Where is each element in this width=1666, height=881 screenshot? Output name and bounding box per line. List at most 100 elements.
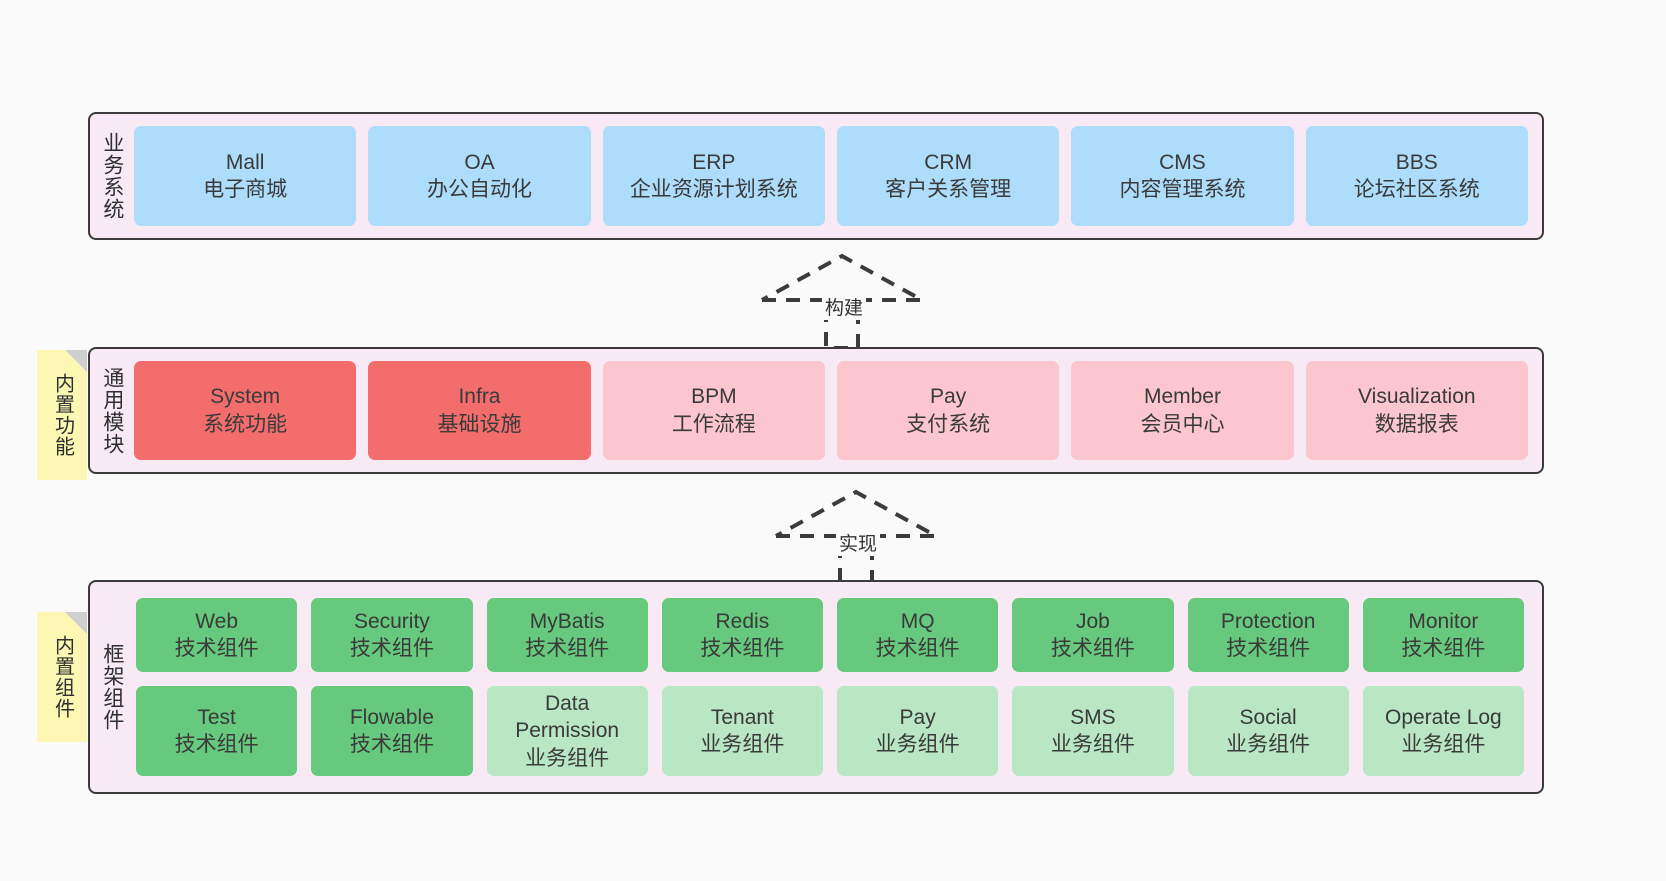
- card-social[interactable]: Social 业务组件: [1187, 686, 1349, 776]
- card-bbs[interactable]: BBS 论坛社区系统: [1305, 126, 1528, 226]
- card-test[interactable]: Test 技术组件: [136, 686, 298, 776]
- card-title-cn: 业务组件: [1401, 733, 1486, 757]
- card-title-en: ERP: [692, 150, 736, 174]
- layer-body-common-modules: System 系统功能 Infra 基础设施 BPM 工作流程 Pay 支付系统…: [134, 349, 1542, 472]
- card-title-cn: 业务组件: [875, 733, 960, 757]
- connector-label-implement: 实现: [835, 529, 881, 556]
- card-title-en: Member: [1143, 385, 1221, 409]
- connector-build: 构建: [752, 248, 932, 350]
- card-pay-module[interactable]: Pay 支付系统: [836, 361, 1060, 460]
- layer-title-common-modules: 通用模块: [100, 366, 124, 455]
- card-flowable[interactable]: Flowable 技术组件: [311, 686, 473, 776]
- card-title-en: MQ: [900, 609, 935, 633]
- card-title-en: Visualization: [1358, 385, 1476, 409]
- card-title-cn: 技术组件: [349, 733, 434, 757]
- card-security[interactable]: Security 技术组件: [311, 598, 473, 673]
- card-crm[interactable]: CRM 客户关系管理: [836, 126, 1060, 226]
- card-title-cn: 技术组件: [174, 733, 259, 757]
- layer-body-framework-components: Web 技术组件 Security 技术组件 MyBatis 技术组件 Redi…: [134, 582, 1542, 792]
- card-title-en: Test: [197, 705, 236, 729]
- card-title-en: Redis: [715, 609, 770, 633]
- card-job[interactable]: Job 技术组件: [1012, 598, 1174, 673]
- card-title-en: Pay: [930, 385, 967, 409]
- card-title-cn: 技术组件: [1050, 637, 1135, 661]
- card-title-cn: 技术组件: [1226, 637, 1311, 661]
- card-mybatis[interactable]: MyBatis 技术组件: [486, 598, 648, 673]
- card-title-cn: 数据报表: [1374, 412, 1459, 436]
- sticky-note-label: 内置功能: [51, 373, 74, 457]
- sticky-note-builtin-features: 内置功能: [37, 350, 87, 480]
- card-title-en: CRM: [924, 150, 973, 174]
- card-mq[interactable]: MQ 技术组件: [837, 598, 999, 673]
- card-title-cn: 技术组件: [875, 637, 960, 661]
- card-title-cn: 客户关系管理: [885, 178, 1012, 201]
- layer-title-business-systems: 业务系统: [100, 132, 124, 220]
- card-system[interactable]: System 系统功能: [134, 361, 357, 460]
- card-title-cn: 办公自动化: [426, 178, 532, 201]
- card-data-permission[interactable]: Data Permission 业务组件: [486, 686, 648, 776]
- card-title-en: CMS: [1159, 150, 1206, 174]
- card-title-cn: 论坛社区系统: [1353, 178, 1480, 201]
- card-title-en: BBS: [1395, 150, 1438, 174]
- framework-row-technical: Web 技术组件 Security 技术组件 MyBatis 技术组件 Redi…: [136, 598, 1524, 673]
- card-title-en: Infra: [458, 385, 501, 409]
- card-oa[interactable]: OA 办公自动化: [368, 126, 591, 226]
- card-bpm[interactable]: BPM 工作流程: [602, 361, 825, 460]
- card-title-en: Tenant: [710, 705, 774, 729]
- card-title-en: Protection: [1220, 609, 1316, 633]
- framework-row-business: Test 技术组件 Flowable 技术组件 Data Permission …: [136, 686, 1524, 776]
- layer-title-framework-components: 框架组件: [100, 643, 124, 731]
- card-title-cn: 业务组件: [525, 746, 610, 770]
- card-protection[interactable]: Protection 技术组件: [1187, 598, 1349, 673]
- card-operate-log[interactable]: Operate Log 业务组件: [1362, 686, 1524, 776]
- card-title-cn: 企业资源计划系统: [629, 178, 798, 201]
- card-web[interactable]: Web 技术组件: [136, 598, 298, 673]
- card-cms[interactable]: CMS 内容管理系统: [1071, 126, 1294, 226]
- card-title-cn: 技术组件: [174, 637, 259, 661]
- card-title-en: Security: [353, 609, 430, 633]
- card-title-en: Web: [195, 609, 239, 633]
- card-tenant[interactable]: Tenant 业务组件: [661, 686, 823, 776]
- note-fold-corner-icon: [65, 612, 87, 634]
- card-infra[interactable]: Infra 基础设施: [368, 361, 591, 460]
- card-title-en: Job: [1075, 609, 1110, 633]
- card-title-cn: 技术组件: [700, 637, 785, 661]
- card-title-cn: 基础设施: [437, 412, 522, 436]
- sticky-note-builtin-components: 内置组件: [37, 612, 87, 742]
- card-title-cn: 业务组件: [700, 733, 785, 757]
- card-redis[interactable]: Redis 技术组件: [661, 598, 823, 673]
- layer-framework-components: 框架组件 Web 技术组件 Security 技术组件 MyBatis 技术组件…: [88, 580, 1544, 794]
- connector-implement: 实现: [766, 484, 946, 586]
- card-member[interactable]: Member 会员中心: [1071, 361, 1294, 460]
- card-title-cn: 内容管理系统: [1119, 178, 1246, 201]
- card-title-cn: 电子商城: [203, 178, 288, 201]
- card-monitor[interactable]: Monitor 技术组件: [1362, 598, 1524, 673]
- card-title-en: Operate Log: [1384, 705, 1502, 729]
- sticky-note-label: 内置组件: [51, 635, 74, 719]
- card-erp[interactable]: ERP 企业资源计划系统: [602, 126, 825, 226]
- card-title-cn: 支付系统: [906, 412, 991, 436]
- card-title-en: System: [210, 385, 281, 409]
- card-visualization[interactable]: Visualization 数据报表: [1305, 361, 1528, 460]
- card-title-cn: 技术组件: [525, 637, 610, 661]
- layer-common-modules: 通用模块 System 系统功能 Infra 基础设施 BPM 工作流程 Pay…: [88, 347, 1544, 474]
- card-title-cn: 业务组件: [1226, 733, 1311, 757]
- card-mall[interactable]: Mall 电子商城: [134, 126, 357, 226]
- layer-business-systems: 业务系统 Mall 电子商城 OA 办公自动化 ERP 企业资源计划系统 CRM…: [88, 112, 1544, 240]
- connector-label-build: 构建: [821, 293, 867, 320]
- card-title-en: Mall: [225, 150, 265, 174]
- note-fold-corner-icon: [65, 350, 87, 372]
- card-sms[interactable]: SMS 业务组件: [1012, 686, 1174, 776]
- card-title-cn: 技术组件: [349, 637, 434, 661]
- card-title-en: Flowable: [349, 705, 434, 729]
- card-title-en: Data Permission: [515, 692, 620, 743]
- card-title-cn: 系统功能: [203, 412, 288, 436]
- card-pay-component[interactable]: Pay 业务组件: [837, 686, 999, 776]
- card-title-en: OA: [464, 150, 495, 174]
- layer-body-business-systems: Mall 电子商城 OA 办公自动化 ERP 企业资源计划系统 CRM 客户关系…: [134, 114, 1542, 238]
- card-title-en: Pay: [899, 705, 936, 729]
- dashed-generalization-arrow-up-icon: [775, 489, 937, 586]
- card-title-cn: 会员中心: [1140, 412, 1225, 436]
- card-title-cn: 技术组件: [1401, 637, 1486, 661]
